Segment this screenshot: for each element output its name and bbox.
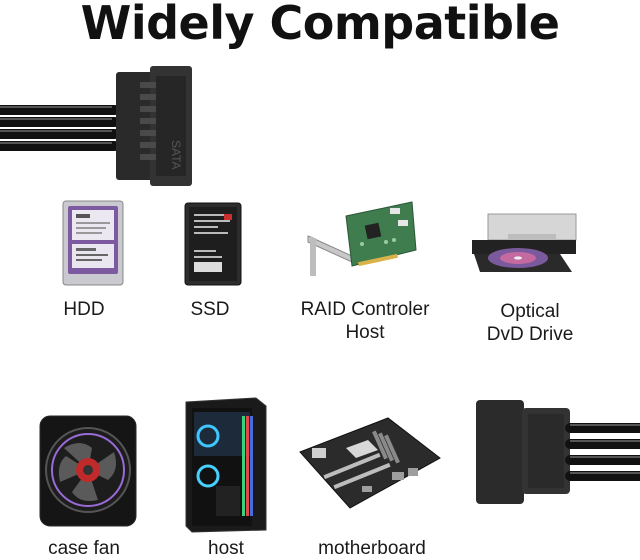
case-fan-icon [39,415,137,527]
raid-label-line-1: RAID Controler [300,299,430,320]
optical-drive-icon [472,213,577,272]
raid-label-line-2: Host [345,322,385,343]
sata-embossed-text: SATA [169,140,183,170]
optical-label-line-2: DvD Drive [486,324,574,345]
ssd-label: SSD [190,299,230,320]
hdd-label: HDD [63,299,105,320]
molex-connector-icon [476,400,640,504]
sata-power-connector-icon: SATA [0,66,192,186]
optical-label-line-1: Optical [500,301,560,322]
pc-case-icon [185,397,267,533]
optical-label: Optical DvD Drive [460,300,600,346]
host-label: host [208,538,244,559]
ssd-icon [184,202,242,286]
motherboard-label: motherboard [318,538,426,559]
hdd-icon [62,200,124,286]
case-fan-label: case fan [48,538,120,559]
motherboard-icon [299,417,441,509]
raid-label: RAID Controler Host [290,298,440,344]
page-title: Widely Compatible [80,0,560,50]
raid-card-icon [307,201,417,276]
